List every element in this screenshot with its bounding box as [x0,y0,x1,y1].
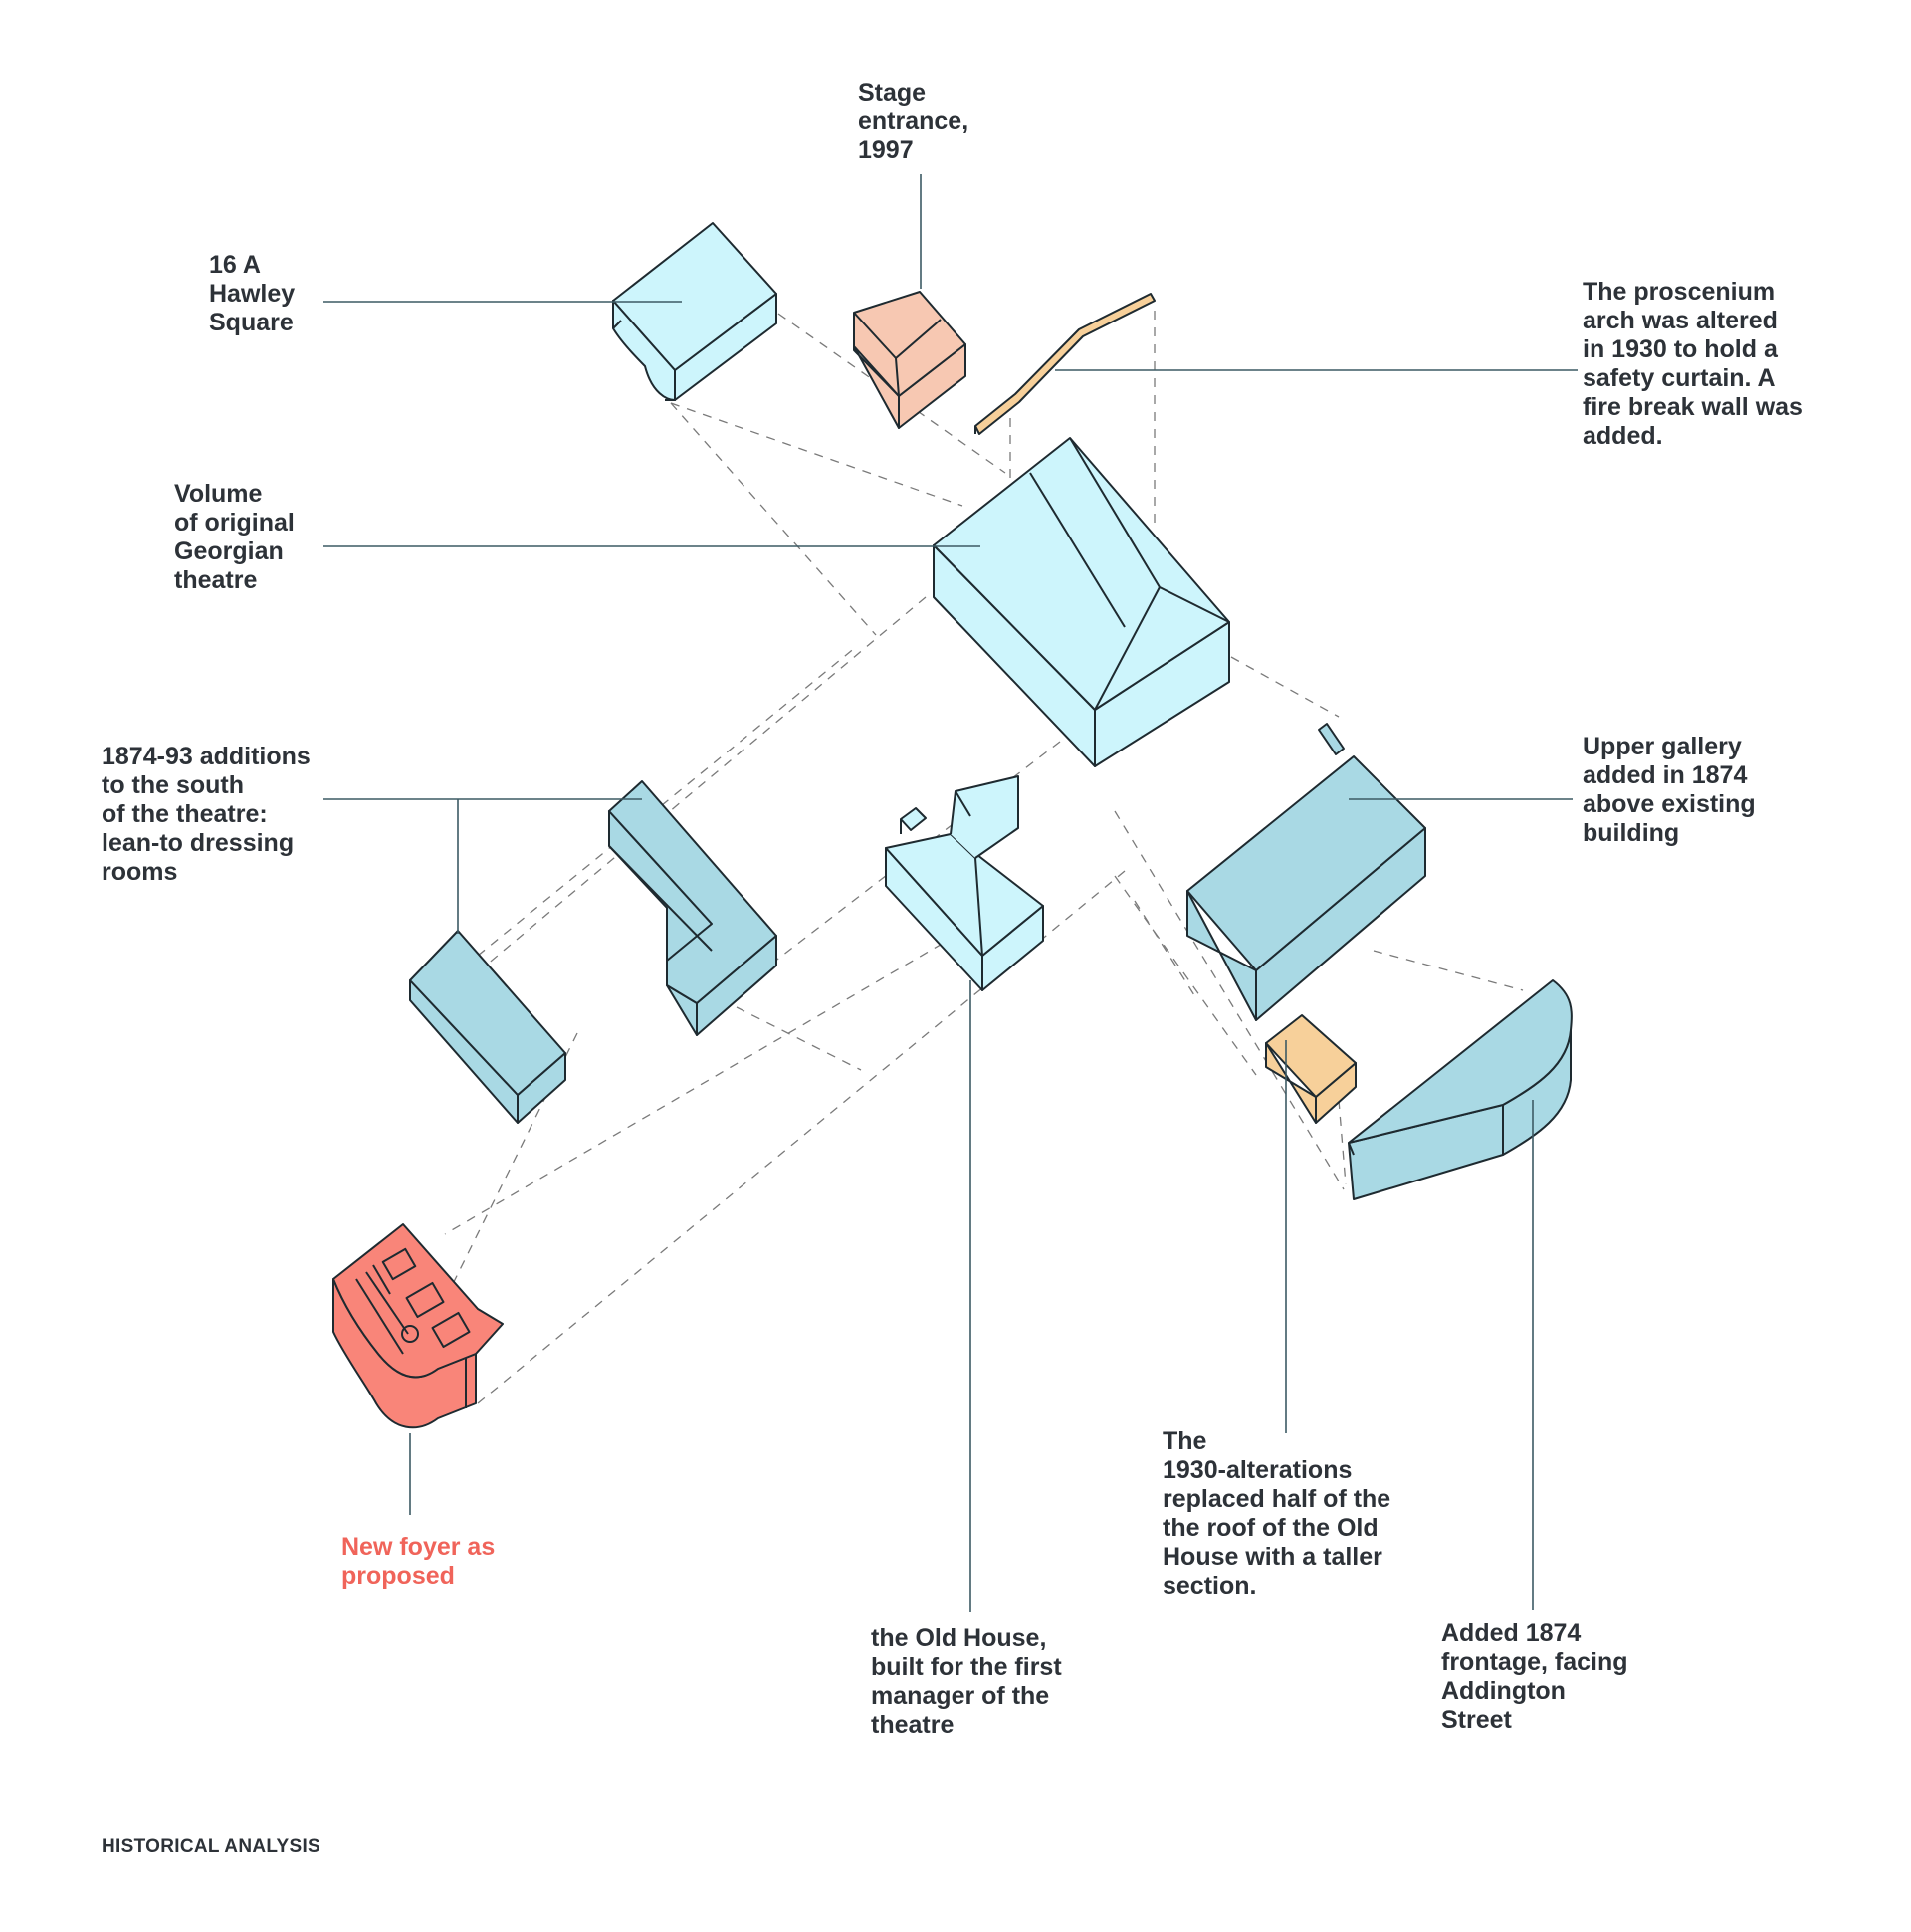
georgian-theatre-block [933,437,1230,767]
label-old-house: the Old House, built for the first manag… [871,1624,1062,1739]
label-hawley-square: 16 A Hawley Square [209,251,296,336]
addington-frontage-block [1348,979,1573,1200]
old-house-block [885,775,1044,991]
label-additions-1874-93: 1874-93 additions to the south of the th… [102,743,311,886]
alteration-1930-block [1265,1014,1357,1124]
dressing-rooms-small [409,930,566,1124]
label-new-foyer: New foyer as proposed [341,1533,496,1590]
hawley-square-block [612,222,777,401]
upper-gallery-block [1186,723,1426,1021]
dressing-rooms-l-shaped [608,780,777,1036]
proscenium-wall [974,293,1156,435]
leader-lines [323,174,1578,1612]
footer-caption: HISTORICAL ANALYSIS [102,1836,321,1857]
label-upper-gallery: Upper gallery added in 1874 above existi… [1583,733,1756,847]
label-frontage-1874: Added 1874 frontage, facing Addington St… [1441,1619,1628,1734]
label-alterations-1930: The 1930-alterations replaced half of th… [1163,1427,1391,1600]
stage-entrance-block [853,291,966,429]
new-foyer-block [332,1223,504,1429]
label-proscenium: The proscenium arch was altered in 1930 … [1583,278,1803,450]
label-stage-entrance: Stage entrance, 1997 [858,79,969,164]
label-georgian-theatre: Volume of original Georgian theatre [174,480,295,594]
